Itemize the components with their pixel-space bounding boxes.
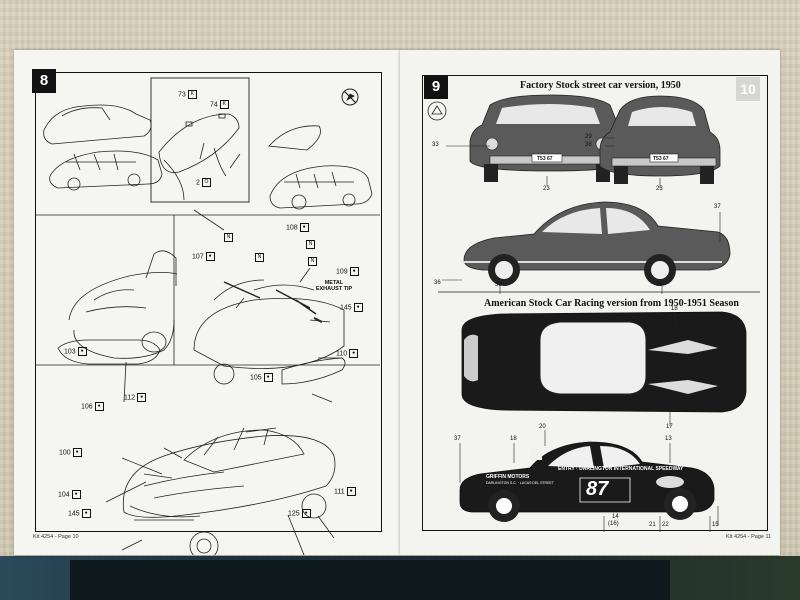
instruction-page-left: 8 — [14, 50, 400, 555]
part-label-39-front: 39 — [495, 282, 502, 288]
license-plate-rear: T53 67 — [653, 156, 669, 162]
part-label-107: 107● — [192, 252, 215, 261]
instruction-page-right: 9 10 Factory Stock street car version, 1… — [400, 50, 780, 555]
part-label-106: 106● — [81, 402, 104, 411]
part-label-110: 110● — [336, 349, 359, 358]
part-label-111: 111● — [334, 487, 356, 496]
part-label-103: 103● — [64, 347, 87, 356]
step-8-frame — [35, 72, 382, 532]
page-footer-left: Kit 4254 - Page 10 — [33, 534, 79, 540]
part-label-39-rear: 39 — [656, 282, 663, 288]
marker-n-4: N — [306, 257, 317, 266]
car-profile-illustrations — [427, 94, 760, 532]
sponsor-decal: GRIFFIN MOTORS — [486, 474, 530, 480]
part-label-14: 14 — [612, 514, 619, 520]
part-label-37-race: 37 — [454, 436, 461, 442]
part-label-105: 105● — [250, 373, 273, 382]
part-label-33: 33 — [432, 142, 439, 148]
part-label-100: 100● — [59, 448, 82, 457]
sponsor-subtext-decal: DARLINGTON S.C. · LUCAS DEL STREET — [486, 481, 554, 485]
part-label-18-race: 18 — [510, 436, 517, 442]
section-title-factory-stock: Factory Stock street car version, 1950 — [520, 80, 681, 91]
dark-mat — [70, 560, 670, 600]
part-label-145-lower: 145● — [68, 509, 91, 518]
part-label-37-top: 37 — [714, 204, 721, 210]
entry-decal: ENTRY · DARLINGTON INTERNATIONAL SPEEDWA… — [558, 466, 684, 472]
part-label-17: 17 — [666, 424, 673, 430]
part-label-108: 108● — [286, 223, 309, 232]
part-label-21: 21 — [649, 522, 656, 528]
part-label-20: 20 — [539, 424, 546, 430]
page-footer-right: Kit 4254 - Page 11 — [726, 534, 772, 540]
part-label-13: 13 — [665, 436, 672, 442]
part-label-29: 29 — [585, 134, 592, 140]
part-label-22: 22 — [662, 522, 669, 528]
part-label-36: 36 — [434, 280, 441, 286]
step-number-badge: 8 — [32, 69, 56, 93]
section-title-racing: American Stock Car Racing version from 1… — [484, 298, 739, 309]
part-label-38: 38 — [585, 142, 592, 148]
assembly-illustrations — [36, 77, 380, 555]
part-label-104: 104● — [58, 490, 81, 499]
step-9-frame — [422, 75, 768, 531]
part-label-125: 125● — [288, 509, 311, 518]
part-label-23-front: 23 — [543, 186, 550, 192]
part-label-15: 15 — [712, 522, 719, 528]
metal-exhaust-tip-note: METAL EXHAUST TIP — [315, 280, 353, 292]
part-label-112: 112● — [124, 393, 147, 402]
car-number-decal: 87 — [586, 478, 609, 500]
marker-n-3: N — [304, 240, 315, 249]
license-plate-front: T53 67 — [537, 156, 553, 162]
marker-n-1: N — [222, 233, 233, 242]
part-label-109: 109● — [336, 267, 359, 276]
bleed-through-step-number: 10 — [736, 77, 760, 101]
marker-n-2: N — [253, 253, 264, 262]
part-label-16: (16) — [608, 521, 619, 527]
part-label-18-top: 18 — [671, 306, 678, 312]
part-label-23-rear: 23 — [656, 186, 663, 192]
part-label-145-upper: 145● — [340, 303, 363, 312]
step-number-badge-9: 9 — [424, 75, 448, 99]
